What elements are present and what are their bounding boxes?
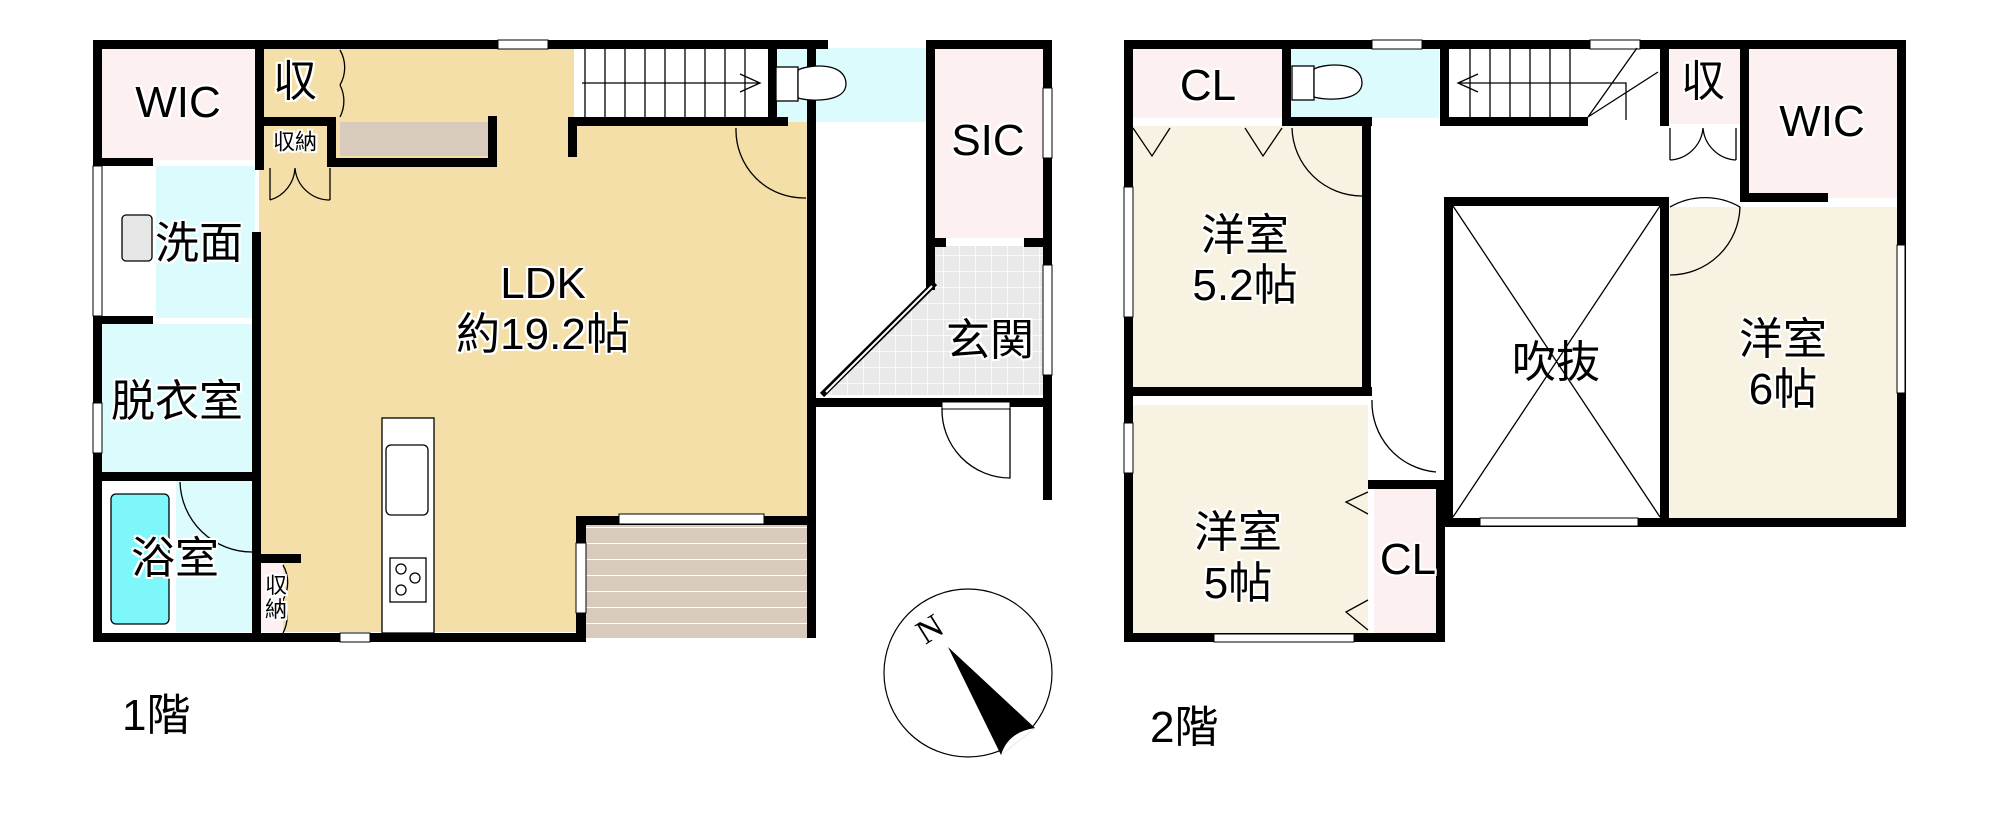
room-label-storage-2f: 収 xyxy=(1681,56,1725,106)
deck-area xyxy=(576,523,809,638)
sic-area xyxy=(935,48,1043,238)
room-label-storage-1f-small: 収納 xyxy=(272,129,318,155)
room-label-wic-2f: WIC xyxy=(1779,96,1865,146)
room-area-ldk: 約19.2帖 xyxy=(456,309,630,359)
room-label-wic-1f: WIC xyxy=(135,77,221,127)
room-label-cl-2f-top: CL xyxy=(1179,60,1237,110)
room-label-entrance: 玄関 xyxy=(946,315,1034,365)
first-floor-plan xyxy=(92,39,1053,643)
room-label-western-room-52: 洋室 xyxy=(1201,210,1289,260)
floor-label-2f: 2階 xyxy=(1150,703,1219,752)
dressing-area xyxy=(101,324,255,472)
entrance-area xyxy=(822,246,1043,395)
room-label-dressing-room: 脱衣室 xyxy=(111,376,243,426)
floor-label-1f: 1階 xyxy=(122,691,191,740)
wic-1f-area xyxy=(101,48,255,160)
compass xyxy=(883,588,1053,758)
room-area-western-room-6: 6帖 xyxy=(1748,364,1818,414)
room-area-western-room-5: 5帖 xyxy=(1203,558,1273,608)
room-label-void: 吹抜 xyxy=(1512,337,1600,387)
room-label-washroom: 洗面 xyxy=(155,218,243,268)
room-label-sic: SIC xyxy=(951,115,1025,165)
room-label-ldk: LDK xyxy=(500,258,586,308)
room-label-storage-1f-top: 収 xyxy=(273,56,317,106)
room-label-cl-2f-bottom: CL xyxy=(1379,534,1437,584)
room-label-western-room-5: 洋室 xyxy=(1194,507,1282,557)
stair-1f xyxy=(574,48,768,126)
room-label-bathroom: 浴室 xyxy=(131,533,219,583)
room-area-western-room-52: 5.2帖 xyxy=(1192,260,1298,310)
room-label-storage-1f-bottom: 収納 xyxy=(265,572,288,622)
second-floor-plan xyxy=(1123,39,1906,643)
room-label-western-room-6: 洋室 xyxy=(1739,314,1827,364)
storage-bottom-area xyxy=(261,563,283,632)
